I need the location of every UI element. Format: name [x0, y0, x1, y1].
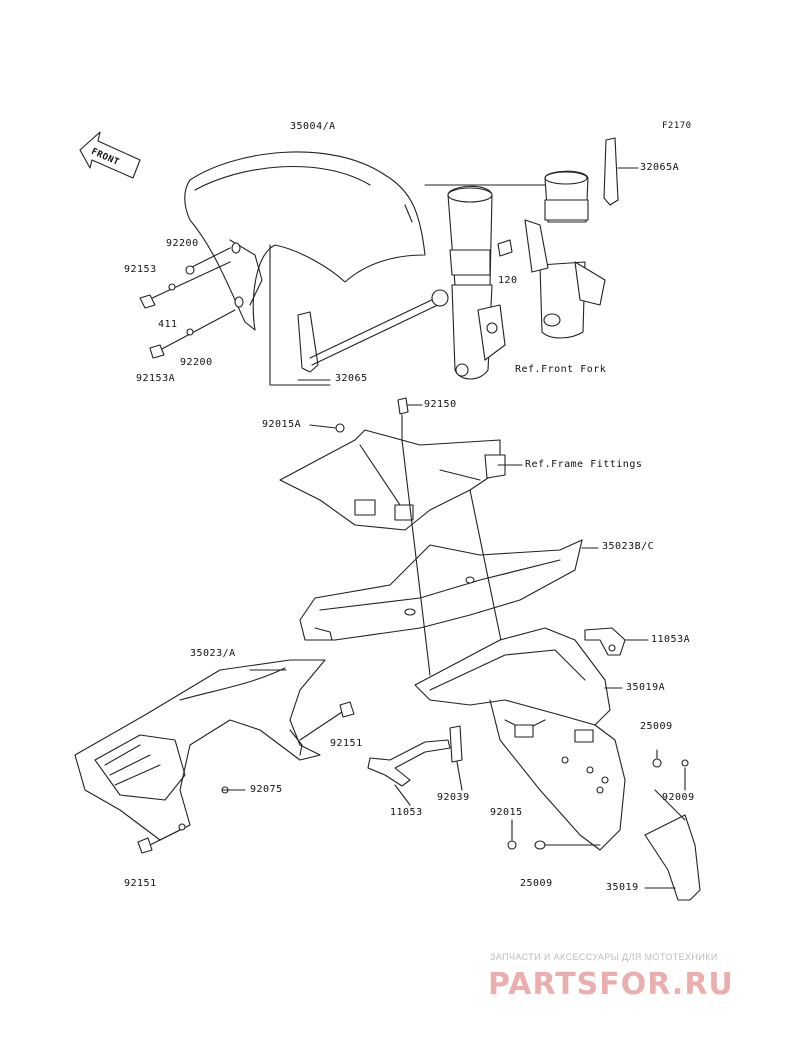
ref-front-fork[interactable]: Ref.Front Fork: [515, 364, 607, 375]
mudguard: [644, 789, 701, 901]
part-label-120[interactable]: 120: [498, 275, 518, 286]
rear-frame-cover: [279, 397, 523, 531]
watermark-logo-text: PARTSFOR.RU: [488, 967, 734, 1000]
part-label-35019[interactable]: 35019: [606, 882, 639, 893]
watermark-logo: PARTSFOR.RU: [488, 967, 734, 1000]
part-label-92075[interactable]: 92075: [250, 784, 283, 795]
part-label-92151-upper[interactable]: 92151: [330, 738, 363, 749]
part-label-35019A[interactable]: 35019A: [626, 682, 666, 693]
rear-fender: [414, 627, 626, 851]
diagram-code: F2170: [662, 121, 692, 131]
bracket-11053: [367, 725, 463, 806]
part-label-92200-upper[interactable]: 92200: [166, 238, 199, 249]
part-label-35023BC[interactable]: 35023B/C: [602, 541, 655, 552]
ref-frame-fittings[interactable]: Ref.Frame Fittings: [525, 459, 643, 470]
part-label-35004A[interactable]: 35004/A: [290, 121, 336, 132]
seat-tray: [299, 539, 599, 641]
part-label-92015A[interactable]: 92015A: [262, 419, 302, 430]
bracket-11053A: [584, 627, 649, 656]
part-label-11053[interactable]: 11053: [390, 807, 423, 818]
part-label-92200-lower[interactable]: 92200: [180, 357, 213, 368]
side-cover-left: [74, 659, 355, 854]
part-label-92150[interactable]: 92150: [424, 399, 457, 410]
part-label-92009[interactable]: 92009: [662, 792, 695, 803]
part-label-25009-right[interactable]: 25009: [640, 721, 673, 732]
front-fender: [184, 151, 426, 331]
part-label-92151-lower[interactable]: 92151: [124, 878, 157, 889]
part-label-32065[interactable]: 32065: [335, 373, 368, 384]
part-label-32065A[interactable]: 32065A: [640, 162, 680, 173]
part-label-92153A[interactable]: 92153A: [136, 373, 176, 384]
front-fork-right: [424, 137, 639, 339]
front-fork-left: [447, 185, 513, 380]
front-direction-icon: [79, 131, 141, 179]
part-label-411[interactable]: 411: [158, 319, 178, 330]
watermark-tagline: ЗАПЧАСТИ И АКСЕССУАРЫ ДЛЯ МОТОТЕХНИКИ: [490, 952, 718, 962]
part-label-35023A[interactable]: 35023/A: [190, 648, 236, 659]
part-label-92039[interactable]: 92039: [437, 792, 470, 803]
part-label-11053A[interactable]: 11053A: [651, 634, 691, 645]
hardware-washers: [507, 749, 689, 850]
fender-stay: [297, 289, 449, 373]
part-label-92153[interactable]: 92153: [124, 264, 157, 275]
part-label-92015[interactable]: 92015: [490, 807, 523, 818]
part-label-25009-lower[interactable]: 25009: [520, 878, 553, 889]
